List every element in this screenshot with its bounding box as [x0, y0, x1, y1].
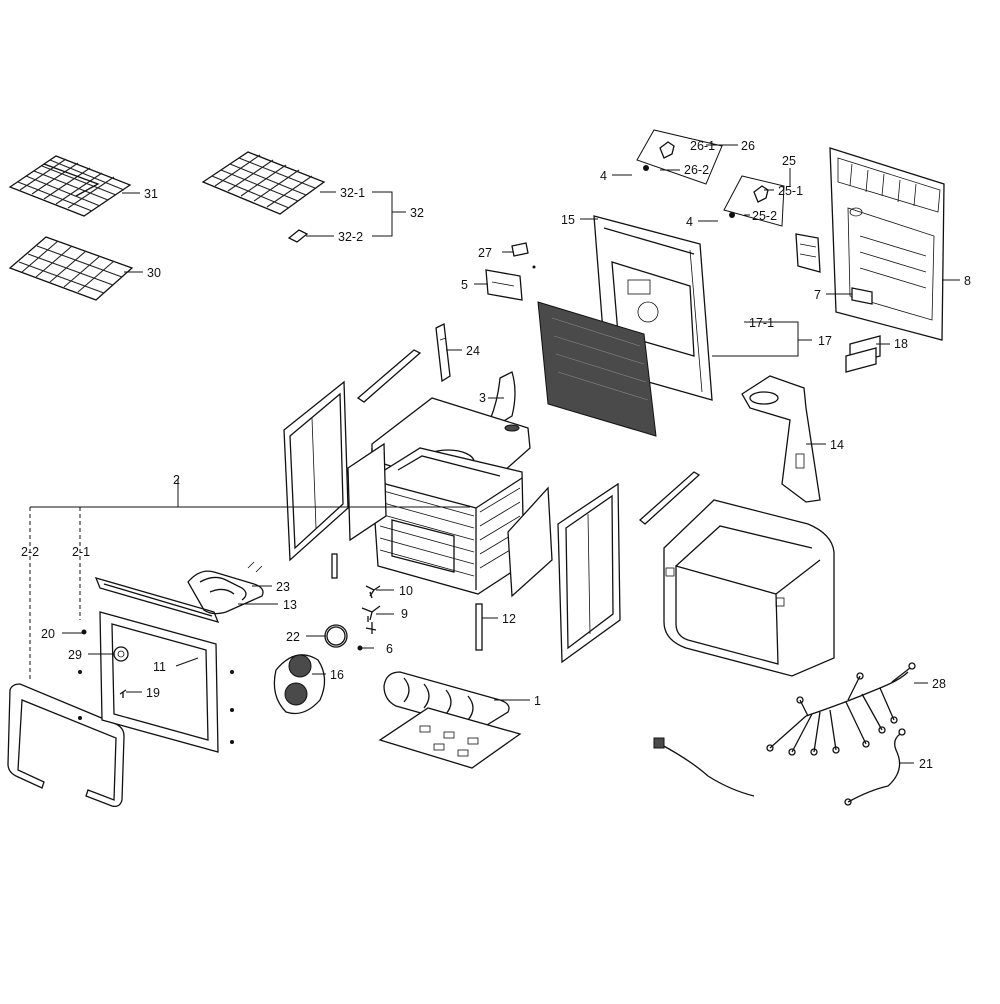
label-16: 16: [330, 668, 344, 682]
label-30: 30: [147, 266, 161, 280]
oven-rack-32-1: [201, 151, 326, 215]
callout-leaders: [29, 144, 960, 764]
label-17: 17: [818, 334, 832, 348]
screw-20: [78, 629, 87, 720]
label-21: 21: [919, 757, 933, 771]
label-4b: 4: [686, 215, 693, 229]
side-panel-right-inner: [507, 486, 553, 598]
side-panel-left: [283, 380, 387, 562]
duct-3: [488, 371, 516, 423]
wiring-harness-28: [766, 662, 916, 756]
label-32-2: 32-2: [338, 230, 363, 244]
hinge-box-26: [636, 129, 723, 185]
trim-strip-top: [356, 349, 422, 403]
rack-slide-32-2: [287, 229, 309, 243]
label-5: 5: [461, 278, 468, 292]
label-23: 23: [276, 580, 290, 594]
sensor-12: [331, 553, 483, 651]
label-22: 22: [286, 630, 300, 644]
label-32-1: 32-1: [340, 186, 365, 200]
label-18: 18: [894, 337, 908, 351]
label-2-1: 2-1: [72, 545, 90, 559]
filter-7: [795, 233, 873, 305]
vent-bracket-24: [435, 323, 451, 383]
outer-cabinet: [663, 499, 835, 677]
knob-29: [113, 646, 129, 662]
trim-strip-right: [638, 471, 701, 525]
door-trim-2-1: [94, 577, 220, 623]
label-28: 28: [932, 677, 946, 691]
label-2: 2: [173, 473, 180, 487]
label-26-2: 26-2: [684, 163, 709, 177]
label-3: 3: [479, 391, 486, 405]
label-10: 10: [399, 584, 413, 598]
door-frame-11: [99, 611, 234, 753]
sensor-27: [511, 242, 536, 269]
side-frame-right: [557, 482, 621, 664]
label-31: 31: [144, 187, 158, 201]
duct-14: [741, 375, 821, 503]
convection-fan-16: [273, 654, 326, 715]
label-15: 15: [561, 213, 575, 227]
label-20: 20: [41, 627, 55, 641]
label-24: 24: [466, 344, 480, 358]
relay-board-5: [485, 269, 523, 301]
fan-blades-10-9: [361, 585, 381, 634]
bake-element-1: [378, 671, 522, 769]
screw-6: [357, 645, 363, 651]
label-29: 29: [68, 648, 82, 662]
label-4a: 4: [600, 169, 607, 183]
oven-rack-30: [8, 236, 134, 301]
label-26-1: 26-1: [690, 139, 715, 153]
label-26: 26: [741, 139, 755, 153]
label-25-2: 25-2: [752, 209, 777, 223]
label-8: 8: [964, 274, 971, 288]
label-17-1: 17-1: [749, 316, 774, 330]
label-6: 6: [386, 642, 393, 656]
label-25-1: 25-1: [778, 184, 803, 198]
label-11: 11: [153, 660, 166, 674]
label-12: 12: [502, 612, 516, 626]
oven-rack-31: [8, 155, 132, 217]
label-1: 1: [534, 694, 541, 708]
label-27: 27: [478, 246, 492, 260]
label-2-2: 2-2: [21, 545, 39, 559]
callout-labels: 1 2 2-1 2-2 3 4 4 5 6 7 8 9 10 11 12 13 …: [21, 139, 971, 771]
back-cover-8: [829, 147, 945, 341]
label-7: 7: [814, 288, 821, 302]
control-board-17: [537, 301, 657, 437]
label-25: 25: [782, 154, 796, 168]
wire-21: [844, 728, 906, 806]
door-gasket-2-2: [7, 683, 125, 808]
broil-element-23: [187, 561, 264, 615]
label-13: 13: [283, 598, 297, 612]
screw-19: [119, 689, 127, 698]
bracket-18: [845, 335, 881, 373]
label-9: 9: [401, 607, 408, 621]
callout-leaders-racks: [122, 191, 406, 273]
oven-cavity: [371, 447, 525, 595]
label-19: 19: [146, 686, 160, 700]
label-14: 14: [830, 438, 844, 452]
label-32: 32: [410, 206, 424, 220]
fan-ring-22: [324, 624, 348, 648]
power-cord: [653, 737, 755, 797]
